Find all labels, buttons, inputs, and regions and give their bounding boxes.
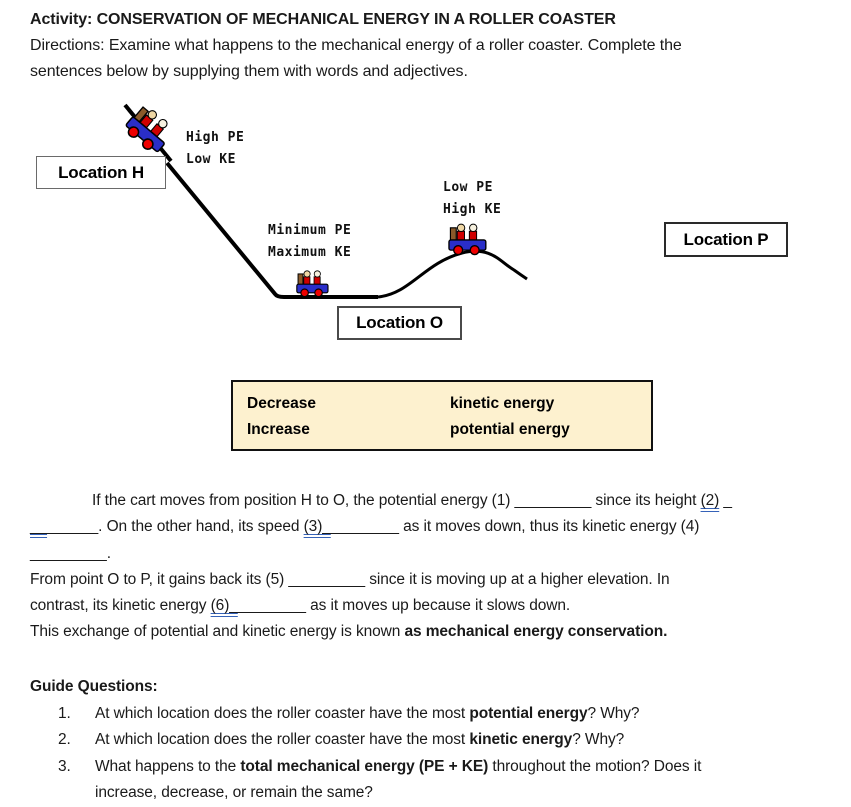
question-text: At which location does the roller coaste…: [95, 727, 835, 754]
sentence-text: since it is moving up at a higher elevat…: [365, 570, 670, 588]
blank-2-wrap[interactable]: __: [30, 518, 48, 536]
question-text: What happens to the total mechanical ene…: [95, 754, 835, 807]
paragraph-line: ________. On the other hand, its speed (…: [30, 514, 835, 540]
directions-line-1: Directions: Examine what happens to the …: [30, 37, 682, 54]
blank-2-tail[interactable]: _: [719, 492, 732, 509]
location-p-label: Location P: [683, 229, 769, 249]
sentence-text: since its height: [591, 492, 701, 509]
question-text-post: ? Why?: [572, 731, 625, 749]
guide-questions-header: Guide Questions:: [30, 678, 158, 695]
directions-line-2: sentences below by supplying them with w…: [30, 63, 468, 80]
blank-6-rest[interactable]: ________: [237, 597, 306, 615]
paragraph-line: This exchange of potential and kinetic e…: [30, 619, 835, 645]
word-bank-item: Increase: [247, 421, 310, 438]
energy-label-hill: Low PE High KE: [443, 177, 501, 221]
question-text: At which location does the roller coaste…: [95, 701, 835, 728]
word-bank-column-1: Decrease Increase: [247, 391, 316, 443]
energy-label-bottom: Minimum PE Maximum KE: [268, 220, 351, 264]
question-number: 1.: [58, 704, 71, 722]
word-bank-item: Decrease: [247, 395, 316, 412]
energy-label-top-line1: High PE: [186, 130, 245, 145]
paragraph-line: contrast, its kinetic energy (6)________…: [30, 593, 835, 619]
track-hill-curve: [377, 249, 528, 299]
energy-label-hill-line1: Low PE: [443, 180, 493, 195]
question-text-line2: increase, decrease, or remain the same?: [95, 784, 373, 802]
energy-label-top: High PE Low KE: [186, 127, 244, 171]
question-text-post: ? Why?: [587, 704, 640, 722]
energy-label-bottom-line2: Maximum KE: [268, 245, 352, 260]
guide-question-1: 1. At which location does the roller coa…: [30, 701, 835, 728]
question-text-pre: At which location does the roller coaste…: [95, 704, 470, 722]
guide-question-2: 2. At which location does the roller coa…: [30, 727, 835, 754]
blank-6[interactable]: (6)_: [210, 597, 238, 615]
question-text-pre: What happens to the: [95, 757, 241, 775]
sentence-text: contrast, its kinetic energy: [30, 597, 211, 615]
sentence-text: .: [106, 544, 111, 562]
blank-3[interactable]: (3)_: [303, 518, 331, 536]
energy-label-top-line2: Low KE: [186, 152, 236, 167]
blank-4[interactable]: _________: [30, 544, 107, 562]
location-o-box: Location O: [337, 306, 462, 340]
sentence-text: This exchange of potential and kinetic e…: [30, 623, 405, 641]
location-o-label: Location O: [356, 313, 443, 332]
blank-5[interactable]: _________: [288, 570, 366, 588]
sentence-text: From point O to P, it gains back its (5): [30, 570, 289, 588]
guide-questions-section: Guide Questions: 1. At which location do…: [30, 674, 835, 807]
roller-coaster-diagram: Location H Location O Location P High PE…: [0, 100, 851, 460]
blank-1[interactable]: _________: [514, 492, 592, 509]
energy-label-bottom-line1: Minimum PE: [268, 223, 352, 238]
worksheet-header: Activity: CONSERVATION OF MECHANICAL ENE…: [30, 7, 830, 85]
blank-2-wrap-rest[interactable]: ______: [47, 518, 99, 536]
roller-coaster-track-svg: [121, 102, 528, 299]
question-text-post: throughout the motion? Does it: [488, 757, 702, 775]
word-bank-column-2: kinetic energy potential energy: [450, 391, 570, 443]
location-h-label: Location H: [58, 162, 144, 182]
activity-label: Activity:: [30, 11, 93, 28]
activity-title: CONSERVATION OF MECHANICAL ENERGY IN A R…: [96, 11, 616, 28]
blank-2[interactable]: (2): [700, 492, 720, 509]
question-number: 2.: [58, 731, 71, 749]
sentence-text: If the cart moves from position H to O, …: [92, 492, 515, 509]
word-bank-box: Decrease Increase kinetic energy potenti…: [231, 380, 653, 451]
cart-at-location-o: [296, 270, 329, 298]
word-bank-item: kinetic energy: [450, 395, 555, 412]
energy-label-hill-line2: High KE: [443, 202, 502, 217]
blank-3-rest[interactable]: ________: [330, 518, 399, 536]
question-text-bold: total mechanical energy (PE + KE): [240, 757, 489, 775]
cart-at-location-p: [448, 223, 487, 256]
sentence-text: .: [663, 623, 668, 641]
question-text-bold: potential energy: [469, 704, 588, 722]
mechanical-energy-conservation-text: as mechanical energy conservation: [404, 623, 664, 641]
paragraph-line: From point O to P, it gains back its (5)…: [30, 567, 835, 593]
fill-in-paragraph: If the cart moves from position H to O, …: [30, 488, 835, 646]
guide-question-3: 3. What happens to the total mechanical …: [30, 754, 835, 807]
paragraph-line: _________.: [30, 541, 835, 567]
location-h-box: Location H: [36, 156, 166, 189]
sentence-text: as it moves up because it slows down.: [305, 597, 571, 615]
activity-title-line: Activity: CONSERVATION OF MECHANICAL ENE…: [30, 7, 830, 33]
question-text-bold: kinetic energy: [469, 731, 573, 749]
paragraph-line: If the cart moves from position H to O, …: [30, 488, 835, 514]
location-p-box: Location P: [664, 222, 788, 257]
question-number: 3.: [58, 757, 71, 775]
track-main-slope: [165, 161, 378, 299]
question-text-pre: At which location does the roller coaste…: [95, 731, 470, 749]
word-bank-item: potential energy: [450, 421, 570, 438]
sentence-text: . On the other hand, its speed: [98, 518, 304, 536]
sentence-text: as it moves down, thus its kinetic energ…: [398, 518, 700, 536]
